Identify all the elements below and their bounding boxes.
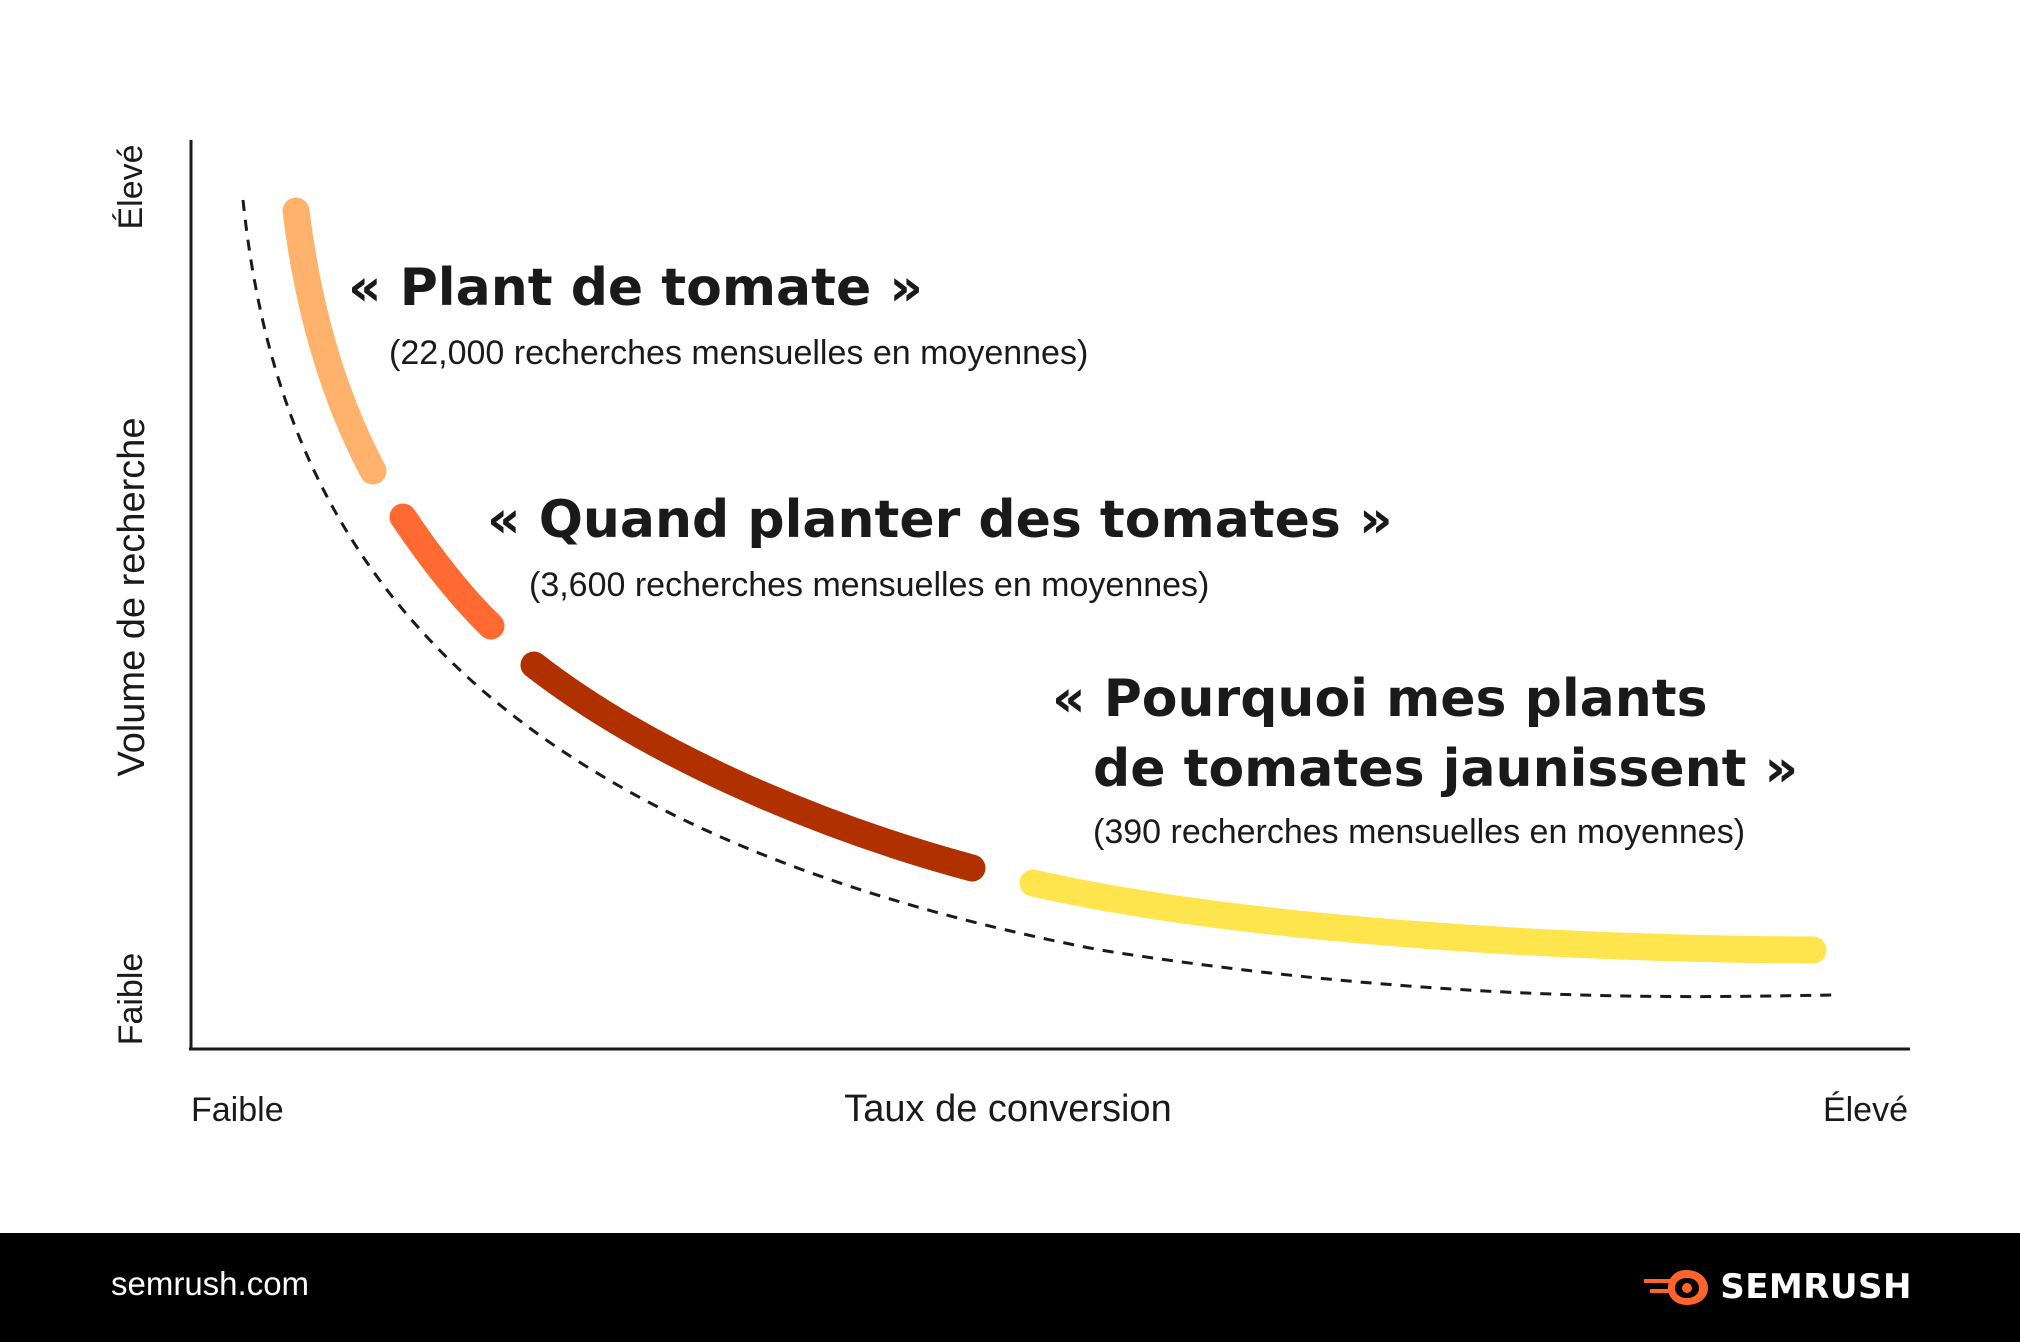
keyword-label-quand-planter: « Quand planter des tomates » [487,490,1393,550]
dashed-trend-curve [241,199,1833,999]
curve-segment-tail [1019,869,1827,964]
y-tick-label-low: Faible [112,953,150,1046]
semrush-fireball-icon [1644,1270,1709,1305]
curve-segment-plant-de-tomate [282,197,387,485]
footer-site-url: semrush.com [111,1265,310,1302]
brand-logo: SEMRUSH [1642,1263,1912,1311]
keyword-label-pourquoi-line-1: « Pourquoi mes plants [1052,669,1708,729]
x-tick-label-low: Faible [191,1091,284,1129]
volume-label-quand-planter: (3,600 recherches mensuelles en moyennes… [529,566,1209,604]
keyword-label-pourquoi-line-2: de tomates jaunissent » [1093,739,1798,799]
x-axis-title: Taux de conversion [844,1088,1171,1130]
brand-name: SEMRUSH [1720,1267,1912,1307]
curve-segment-quand-planter [389,503,505,640]
keyword-label-plant-de-tomate: « Plant de tomate » [348,258,923,318]
volume-label-plant-de-tomate: (22,000 recherches mensuelles en moyenne… [389,334,1088,372]
x-tick-label-high: Élevé [1823,1091,1908,1129]
y-tick-label-high: Élevé [112,144,150,229]
curve-segment-pourquoi-jaunissent [520,651,986,882]
chart: Élevé Faible Volume de recherche Faible … [111,140,1910,1130]
volume-label-pourquoi: (390 recherches mensuelles en moyennes) [1093,813,1745,851]
y-axis-title: Volume de recherche [111,417,153,776]
footer-bar: semrush.com SEMRUSH [0,1233,2020,1342]
